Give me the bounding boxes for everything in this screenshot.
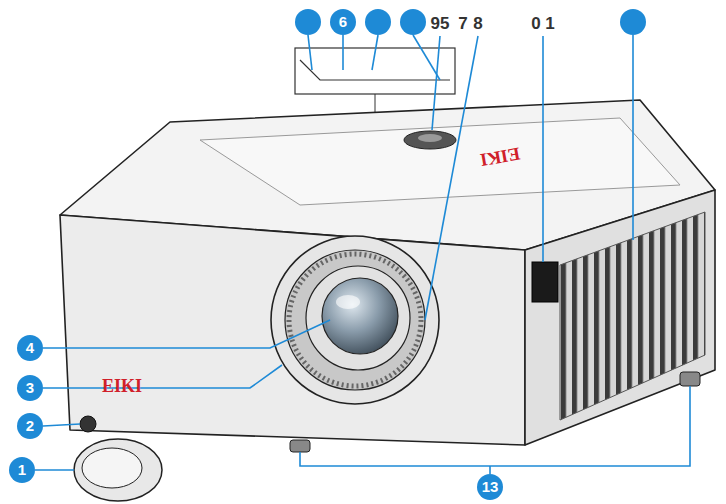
callout-number: 3 bbox=[17, 375, 43, 401]
callout-number: 13 bbox=[477, 474, 503, 500]
lens-cap bbox=[74, 439, 162, 501]
callout-number: 0 bbox=[530, 14, 541, 34]
adjuster-foot bbox=[680, 372, 700, 386]
focus-lever bbox=[418, 134, 442, 142]
projector-body bbox=[60, 100, 715, 445]
lens bbox=[271, 236, 439, 404]
side-port bbox=[532, 262, 558, 302]
vent-grille bbox=[560, 212, 705, 420]
callout-number: 8 bbox=[472, 14, 483, 34]
adjuster-foot bbox=[290, 440, 310, 452]
callout-number: 1 bbox=[9, 457, 35, 483]
ir-sensor bbox=[80, 416, 96, 432]
callout-number: 6 bbox=[330, 9, 356, 35]
leader-line bbox=[35, 35, 690, 474]
callout-number: 4 bbox=[17, 335, 43, 361]
callout-number: 1 bbox=[544, 14, 555, 34]
brand-logo: EIKI bbox=[102, 376, 142, 396]
callout-number: 2 bbox=[17, 413, 43, 439]
callout-circle bbox=[295, 9, 646, 35]
callout-number: 7 bbox=[457, 14, 468, 34]
callout-number: 95 bbox=[430, 14, 451, 34]
focus-slot bbox=[404, 131, 456, 149]
